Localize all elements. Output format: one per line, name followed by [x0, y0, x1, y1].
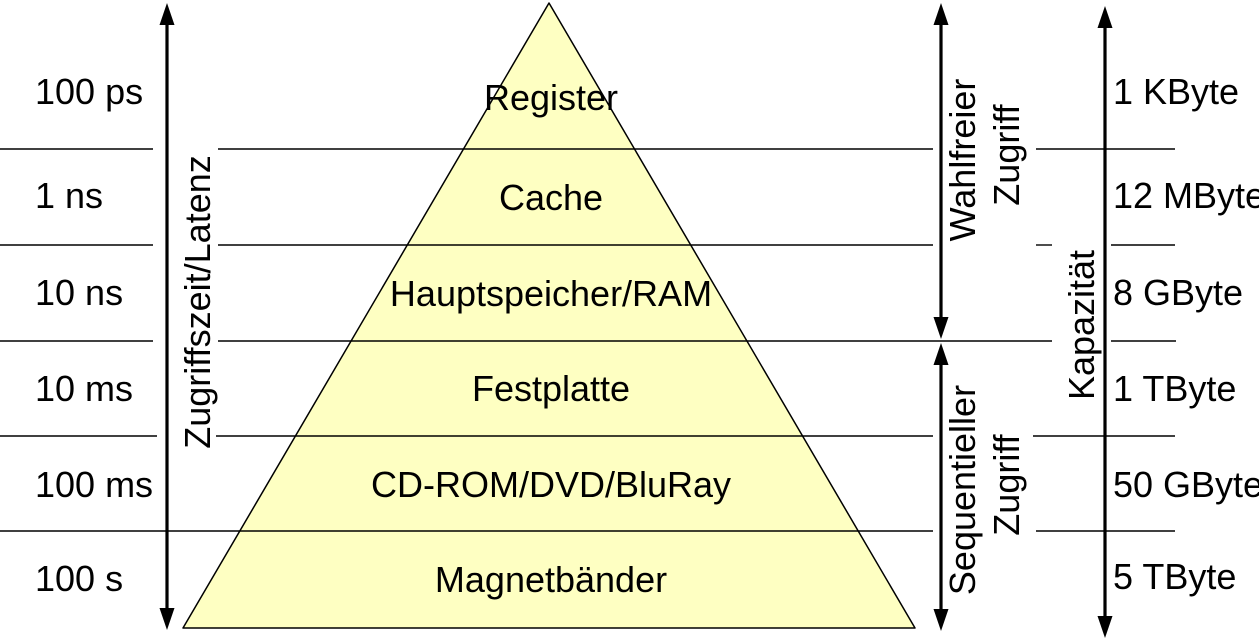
capacity-value-cdrom: 50 GByte — [1113, 464, 1259, 505]
random-access-arrow-shaft — [939, 20, 943, 320]
level-name-magnetbaender: Magnetbänder — [435, 559, 667, 600]
level-name-cache: Cache — [499, 177, 603, 218]
level-separator-lines — [0, 148, 1176, 532]
latency-arrow-head-up — [159, 3, 175, 25]
capacity-arrow-head-up — [1097, 6, 1113, 28]
pyramid-shape — [182, 2, 916, 629]
random-access-arrow-head-up — [933, 3, 949, 25]
latency-axis-arrow — [159, 3, 175, 630]
sequential-access-label-line1: Sequentieller — [942, 385, 983, 595]
sequential-access-arrow — [933, 343, 949, 631]
level-name-ram: Hauptspeicher/RAM — [390, 273, 712, 314]
sequential-access-arrow-head-up — [933, 343, 949, 365]
capacity-arrow-head-down — [1097, 616, 1113, 638]
level-names: Register Cache Hauptspeicher/RAM Festpla… — [371, 77, 731, 600]
capacity-value-register: 1 KByte — [1113, 71, 1239, 112]
latency-value-cache: 1 ns — [35, 175, 103, 216]
sequential-access-label-line2: Zugriff — [986, 433, 1027, 535]
latency-arrow-shaft — [165, 20, 169, 622]
latency-values: 100 ps 1 ns 10 ns 10 ms 100 ms 100 s — [35, 71, 153, 599]
random-access-arrow — [933, 3, 949, 339]
capacity-axis-arrow — [1097, 6, 1113, 638]
capacity-value-festplatte: 1 TByte — [1113, 368, 1236, 409]
capacity-arrow-shaft — [1103, 24, 1107, 620]
latency-value-register: 100 ps — [35, 71, 143, 112]
random-access-label: Wahlfreier Zugriff — [942, 69, 1027, 242]
capacity-value-magnetbaender: 5 TByte — [1113, 556, 1236, 597]
level-name-register: Register — [484, 77, 618, 118]
latency-value-ram: 10 ns — [35, 272, 123, 313]
capacity-value-cache: 12 MByte — [1113, 175, 1259, 216]
latency-value-festplatte: 10 ms — [35, 368, 133, 409]
latency-arrow-head-down — [159, 608, 175, 630]
capacity-value-ram: 8 GByte — [1113, 272, 1243, 313]
sequential-access-arrow-shaft — [939, 362, 943, 612]
random-access-arrow-head-down — [933, 317, 949, 339]
random-access-label-line1: Wahlfreier — [942, 79, 983, 242]
latency-axis-label: Zugriffszeit/Latenz — [177, 155, 218, 448]
sequential-access-label: Sequentieller Zugriff — [942, 375, 1027, 595]
sequential-access-arrow-head-down — [933, 609, 949, 631]
latency-value-cdrom: 100 ms — [35, 464, 153, 505]
capacity-values: 1 KByte 12 MByte 8 GByte 1 TByte 50 GByt… — [1113, 71, 1259, 597]
random-access-label-line2: Zugriff — [986, 103, 1027, 205]
latency-value-magnetbaender: 100 s — [35, 558, 123, 599]
level-name-cdrom: CD-ROM/DVD/BluRay — [371, 464, 731, 505]
capacity-axis-label: Kapazität — [1061, 250, 1102, 400]
level-name-festplatte: Festplatte — [472, 368, 630, 409]
